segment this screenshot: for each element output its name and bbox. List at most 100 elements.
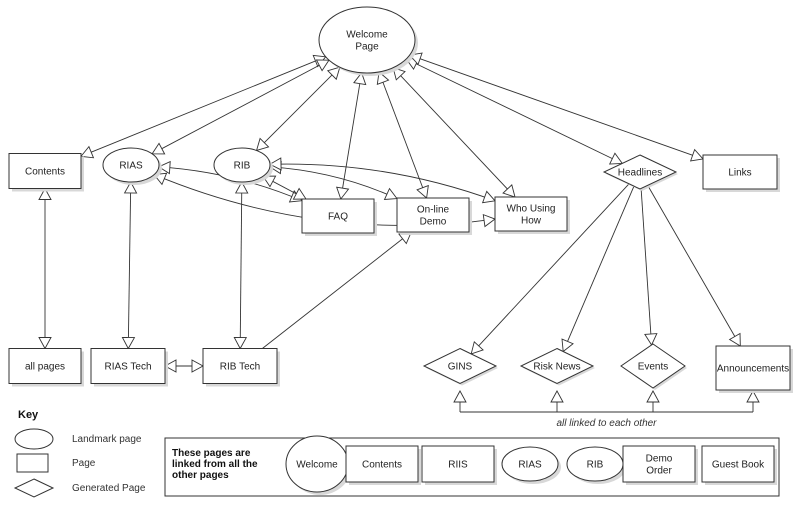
key-item-label: Page bbox=[72, 458, 96, 469]
arrowhead-icon bbox=[80, 145, 95, 159]
arrowhead-icon bbox=[502, 184, 516, 198]
arrowhead-icon bbox=[481, 190, 496, 204]
node-label: GINS bbox=[448, 362, 473, 373]
node-rias[interactable]: RIAS bbox=[102, 147, 162, 185]
key-item-label: Generated Page bbox=[72, 483, 146, 494]
global-page-label: Demo bbox=[646, 454, 673, 465]
edge-rib-faq bbox=[262, 175, 307, 200]
arrowhead-icon bbox=[315, 59, 330, 72]
generated-diamond bbox=[519, 347, 595, 385]
global-page-label: RIAS bbox=[518, 460, 542, 471]
global-page-label: Order bbox=[646, 466, 672, 477]
landmark-ellipse bbox=[213, 147, 271, 183]
edge-headlines-welcome bbox=[405, 57, 624, 165]
node-label: FAQ bbox=[328, 212, 348, 223]
node-risk-news[interactable]: Risk News bbox=[519, 347, 595, 386]
arrowhead-icon bbox=[383, 187, 398, 201]
page-rect bbox=[421, 445, 495, 483]
arrowhead-icon bbox=[255, 137, 270, 152]
key-item-label: Landmark page bbox=[72, 434, 142, 445]
global-page-rias[interactable]: RIAS bbox=[501, 446, 561, 484]
page-rect bbox=[345, 445, 419, 483]
edge-who_using-welcome bbox=[392, 67, 516, 198]
node-faq[interactable]: FAQ bbox=[301, 198, 377, 236]
edge-rias-rias_tech bbox=[121, 181, 138, 350]
page-rect bbox=[301, 198, 375, 234]
node-contents[interactable]: Contents bbox=[8, 153, 84, 192]
global-page-label: RIB bbox=[587, 460, 604, 471]
arrowhead-icon bbox=[233, 336, 248, 350]
node-label: Headlines bbox=[618, 168, 662, 179]
page-rect bbox=[8, 153, 82, 189]
global-page-welcome[interactable]: Welcome bbox=[285, 435, 351, 495]
page-rect bbox=[622, 445, 696, 483]
node-links[interactable]: Links bbox=[702, 154, 780, 192]
generated-diamond bbox=[602, 154, 678, 190]
node-label: Events bbox=[638, 362, 669, 373]
landmark-ellipse bbox=[102, 147, 160, 183]
arrowhead-icon bbox=[234, 181, 249, 194]
edge-rias_tech-rib_tech bbox=[164, 359, 204, 373]
edge-rib-online_demo bbox=[268, 160, 398, 201]
node-rib[interactable]: RIB bbox=[213, 147, 273, 185]
edge-rib-who_using bbox=[269, 157, 496, 204]
arrowhead-icon bbox=[416, 184, 429, 199]
key-item-rect: Page bbox=[16, 453, 96, 473]
page-rect bbox=[90, 348, 166, 384]
edge-headlines-risk_news bbox=[561, 185, 635, 353]
node-label: all pages bbox=[25, 362, 65, 373]
node-gins[interactable]: GINS bbox=[422, 347, 498, 386]
node-events[interactable]: Events bbox=[620, 343, 687, 390]
node-label: Welcome bbox=[346, 30, 388, 41]
node-label: Risk News bbox=[533, 362, 580, 373]
page-rect bbox=[701, 445, 775, 483]
page-rect bbox=[715, 345, 791, 391]
node-announcements[interactable]: Announcements bbox=[715, 345, 793, 393]
node-label: Who Using bbox=[507, 204, 556, 215]
global-links-note: other pages bbox=[172, 470, 229, 481]
global-page-riis[interactable]: RIIS bbox=[421, 445, 497, 485]
node-label: Contents bbox=[25, 167, 65, 178]
edge-headlines-gins bbox=[470, 183, 630, 355]
arrowhead-icon bbox=[121, 336, 136, 350]
edge-links-welcome bbox=[408, 52, 704, 162]
arrowhead-icon bbox=[164, 359, 177, 373]
arrowhead-icon bbox=[191, 359, 204, 373]
node-label: RIB Tech bbox=[220, 362, 260, 373]
arrowhead-icon bbox=[157, 160, 171, 175]
linked-note: all linked to each other bbox=[556, 418, 657, 429]
arrowhead-icon bbox=[644, 333, 658, 346]
arrowhead-icon bbox=[326, 66, 341, 81]
arrowhead-icon bbox=[38, 187, 52, 200]
node-label: How bbox=[521, 216, 542, 227]
node-label: Links bbox=[728, 168, 751, 179]
node-label: RIAS bbox=[119, 161, 143, 172]
global-page-contents[interactable]: Contents bbox=[345, 445, 421, 485]
node-label: Page bbox=[355, 42, 379, 53]
page-rect bbox=[494, 196, 568, 232]
edge-online_demo-welcome bbox=[376, 71, 429, 199]
arrowhead-icon bbox=[550, 390, 564, 403]
arrowhead-icon bbox=[470, 340, 484, 355]
node-rias-tech[interactable]: RIAS Tech bbox=[90, 348, 168, 387]
node-rib-tech[interactable]: RIB Tech bbox=[202, 348, 280, 387]
arrowhead-icon bbox=[292, 187, 307, 200]
edge-rib_tech-online_demo bbox=[262, 231, 413, 349]
global-page-guest-book[interactable]: Guest Book bbox=[701, 445, 777, 485]
arrowhead-icon bbox=[561, 338, 574, 353]
node-label: Announcements bbox=[717, 364, 789, 375]
node-all-pages[interactable]: all pages bbox=[8, 348, 84, 387]
landmark-ellipse bbox=[501, 446, 559, 482]
edge-rib-welcome bbox=[255, 66, 341, 152]
edge-rias-welcome bbox=[151, 59, 330, 155]
node-label: RIB bbox=[234, 161, 251, 172]
node-label: Demo bbox=[420, 217, 447, 228]
linked-bracket: all linked to each other bbox=[453, 390, 760, 429]
node-headlines[interactable]: Headlines bbox=[602, 154, 678, 191]
landmark-ellipse bbox=[318, 6, 416, 74]
